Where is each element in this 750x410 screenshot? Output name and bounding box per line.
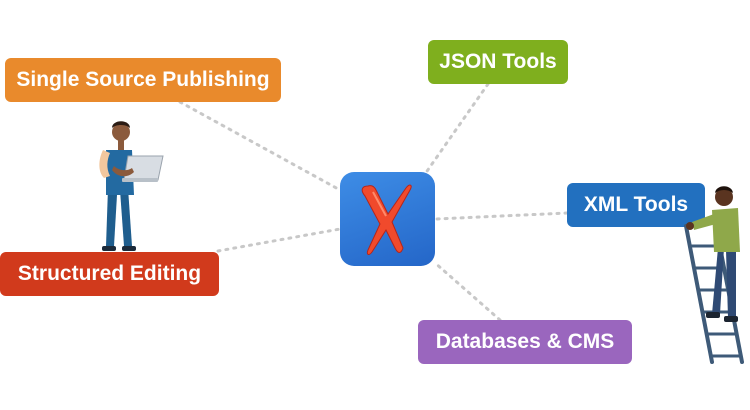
node-databases-cms[interactable]: Databases & CMS bbox=[418, 320, 632, 364]
connector-json-tools bbox=[423, 82, 490, 176]
connector-databases-cms bbox=[432, 260, 502, 322]
node-structured-editing[interactable]: Structured Editing bbox=[0, 252, 219, 296]
oxygen-x-logo-icon bbox=[361, 184, 412, 255]
node-label: Single Source Publishing bbox=[16, 68, 270, 91]
node-label: XML Tools bbox=[583, 193, 689, 216]
node-label: Structured Editing bbox=[17, 262, 202, 285]
node-xml-tools[interactable]: XML Tools bbox=[567, 183, 705, 227]
node-json-tools[interactable]: JSON Tools bbox=[428, 40, 568, 84]
connector-single-source-publishing bbox=[178, 100, 342, 192]
connector-xml-tools bbox=[434, 211, 569, 221]
hub-logo[interactable] bbox=[340, 172, 435, 266]
node-label: Databases & CMS bbox=[435, 330, 615, 353]
node-label: JSON Tools bbox=[439, 50, 557, 73]
connector-structured-editing bbox=[216, 227, 342, 253]
node-single-source-publishing[interactable]: Single Source Publishing bbox=[5, 58, 281, 102]
